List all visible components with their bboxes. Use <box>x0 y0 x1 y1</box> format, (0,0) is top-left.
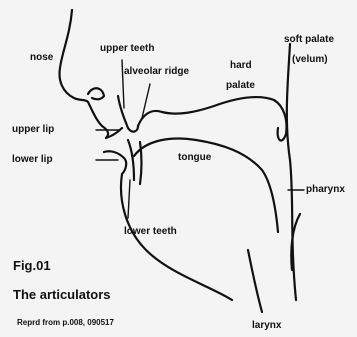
larynx-outline <box>248 250 262 312</box>
label-soft-palate-line2: (velum) <box>292 54 328 65</box>
face-profile-outline <box>60 10 109 138</box>
soft-palate-outline <box>274 100 287 141</box>
label-lower-lip: lower lip <box>12 154 53 165</box>
nostril-outline <box>88 88 104 99</box>
label-tongue: tongue <box>178 152 211 163</box>
label-lower-teeth: lower teeth <box>124 226 177 237</box>
label-upper-teeth: upper teeth <box>100 43 154 54</box>
label-upper-lip: upper lip <box>12 124 54 135</box>
jaw-outline <box>121 174 232 300</box>
palate-outline <box>138 97 274 126</box>
upper-teeth-outline <box>118 96 138 132</box>
leader-lower-teeth <box>128 180 130 218</box>
label-hard-palate-line1: hard <box>230 60 252 71</box>
label-hard-palate-line2: palate <box>226 80 255 91</box>
label-larynx: larynx <box>252 320 281 331</box>
label-nose: nose <box>30 52 53 63</box>
lower-lip-outline <box>104 151 126 174</box>
figure-number: Fig.01 <box>13 258 51 273</box>
figure-credit: Reprd from p.008, 090517 <box>17 318 114 327</box>
label-soft-palate-line1: soft palate <box>284 34 334 45</box>
figure-title: The articulators <box>13 287 111 302</box>
label-pharynx: pharynx <box>306 184 345 195</box>
label-alveolar-ridge: alveolar ridge <box>124 66 189 77</box>
lower-teeth-outline <box>128 140 142 184</box>
